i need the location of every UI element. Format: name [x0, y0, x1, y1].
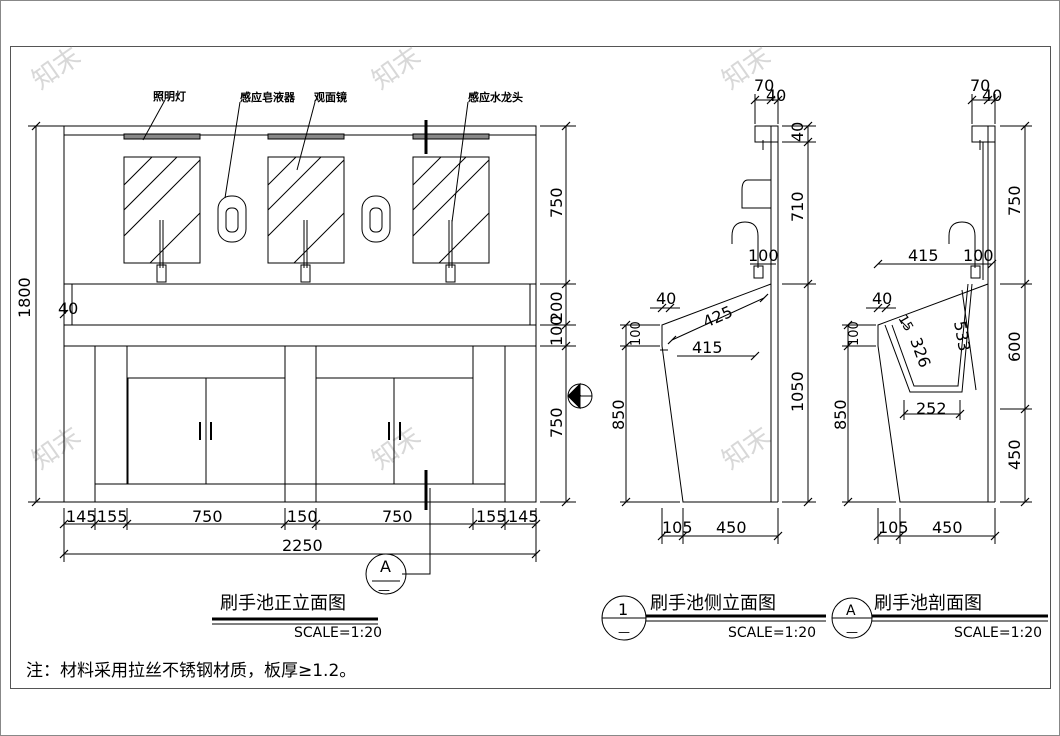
side-marker-sub-label: —: [618, 625, 630, 639]
sec-dim-850: 850: [831, 399, 850, 430]
front-elevation: [28, 99, 593, 625]
dim-750-left: 750: [192, 507, 223, 526]
soap-dispenser-1: [217, 195, 247, 243]
sec-dim-40-lip: 40: [872, 289, 892, 308]
side-dim-40-top: 40: [766, 86, 786, 105]
dim-155-right: 155: [476, 507, 507, 526]
section-texts: 70 40 750 600 450 415 100 40 15 326 533 …: [831, 76, 1042, 641]
section-scale: SCALE=1:20: [954, 625, 1042, 641]
soap-dispenser-2: [361, 195, 391, 243]
side-texts: 70 40 40 710 1050 100 425 415 40 100 850…: [609, 76, 816, 641]
mirror-2: [267, 156, 345, 264]
sec-dim-105: 105: [878, 518, 909, 537]
dim-200: 200: [547, 291, 566, 322]
mirror-1: [123, 156, 201, 264]
side-elevation: [601, 94, 826, 641]
label-mirror: 观面镜: [314, 90, 347, 104]
side-dim-100-tap: 100: [748, 246, 779, 265]
dim-145-left: 145: [66, 507, 97, 526]
side-dim-40-lip: 40: [656, 289, 676, 308]
sec-dim-15: 15: [895, 313, 916, 335]
section-marker-letter: A: [380, 557, 391, 576]
dim-total-width: 2250: [282, 536, 323, 555]
sec-dim-70: 70: [970, 76, 990, 95]
sec-dim-750: 750: [1005, 185, 1024, 216]
side-marker-num: 1: [575, 386, 582, 399]
light-strip-1: [123, 133, 201, 140]
dim-750-right: 750: [382, 507, 413, 526]
side-marker-num-label: 1: [618, 600, 628, 619]
label-tap: 感应水龙头: [468, 90, 523, 104]
light-strip-3: [412, 133, 490, 140]
side-scale: SCALE=1:20: [728, 625, 816, 641]
sec-marker-letter: A: [846, 603, 856, 619]
side-dim-70: 70: [754, 76, 774, 95]
label-light: 照明灯: [153, 89, 186, 103]
section-a-marker: [365, 553, 407, 595]
sec-dim-252: 252: [916, 399, 947, 418]
sec-dim-40-top: 40: [982, 86, 1002, 105]
section-marker-sub: —: [378, 583, 390, 597]
sec-dim-450: 450: [1005, 439, 1024, 470]
section-view: [831, 94, 1048, 639]
front-texts: 照明灯 感应皂液器 观面镜 感应水龙头 1800 40 750 200 100 …: [15, 89, 582, 641]
label-soap: 感应皂液器: [240, 90, 296, 104]
sec-dim-600: 600: [1005, 331, 1024, 362]
dim-150: 150: [287, 507, 318, 526]
side-dim-1050: 1050: [788, 371, 807, 412]
front-title: 刷手池正立面图: [220, 593, 346, 614]
dim-total-height: 1800: [15, 277, 34, 318]
sec-dim-100-tap: 100: [963, 246, 994, 265]
dim-100: 100: [547, 315, 566, 346]
side-dim-100-lip: 100: [629, 321, 644, 346]
side-dim-105: 105: [662, 518, 693, 537]
tap-2: [300, 220, 311, 283]
side-dim-710: 710: [788, 191, 807, 222]
dim-750-bottom: 750: [547, 407, 566, 438]
side-dim-450: 450: [716, 518, 747, 537]
drawing-frame: [10, 46, 1051, 689]
dim-40: 40: [58, 299, 78, 318]
dim-750-top: 750: [547, 187, 566, 218]
tap-1: [156, 220, 167, 283]
tap-3: [445, 220, 456, 283]
side-title: 刷手池侧立面图: [650, 593, 776, 614]
side-dim-850: 850: [609, 399, 628, 430]
side-dim-415: 415: [692, 338, 723, 357]
dim-145-right: 145: [508, 507, 539, 526]
side-dim-40-right: 40: [788, 122, 807, 142]
section-title: 刷手池剖面图: [874, 593, 982, 614]
sec-dim-450-bottom: 450: [932, 518, 963, 537]
sec-dim-415: 415: [908, 246, 939, 265]
sec-dim-100-lip: 100: [847, 321, 862, 346]
dim-155-left: 155: [97, 507, 128, 526]
front-scale: SCALE=1:20: [294, 625, 382, 641]
mirror-3: [412, 156, 490, 264]
material-note: 注：材料采用拉丝不锈钢材质，板厚≥1.2。: [26, 661, 356, 681]
sec-marker-sub: —: [846, 625, 858, 639]
